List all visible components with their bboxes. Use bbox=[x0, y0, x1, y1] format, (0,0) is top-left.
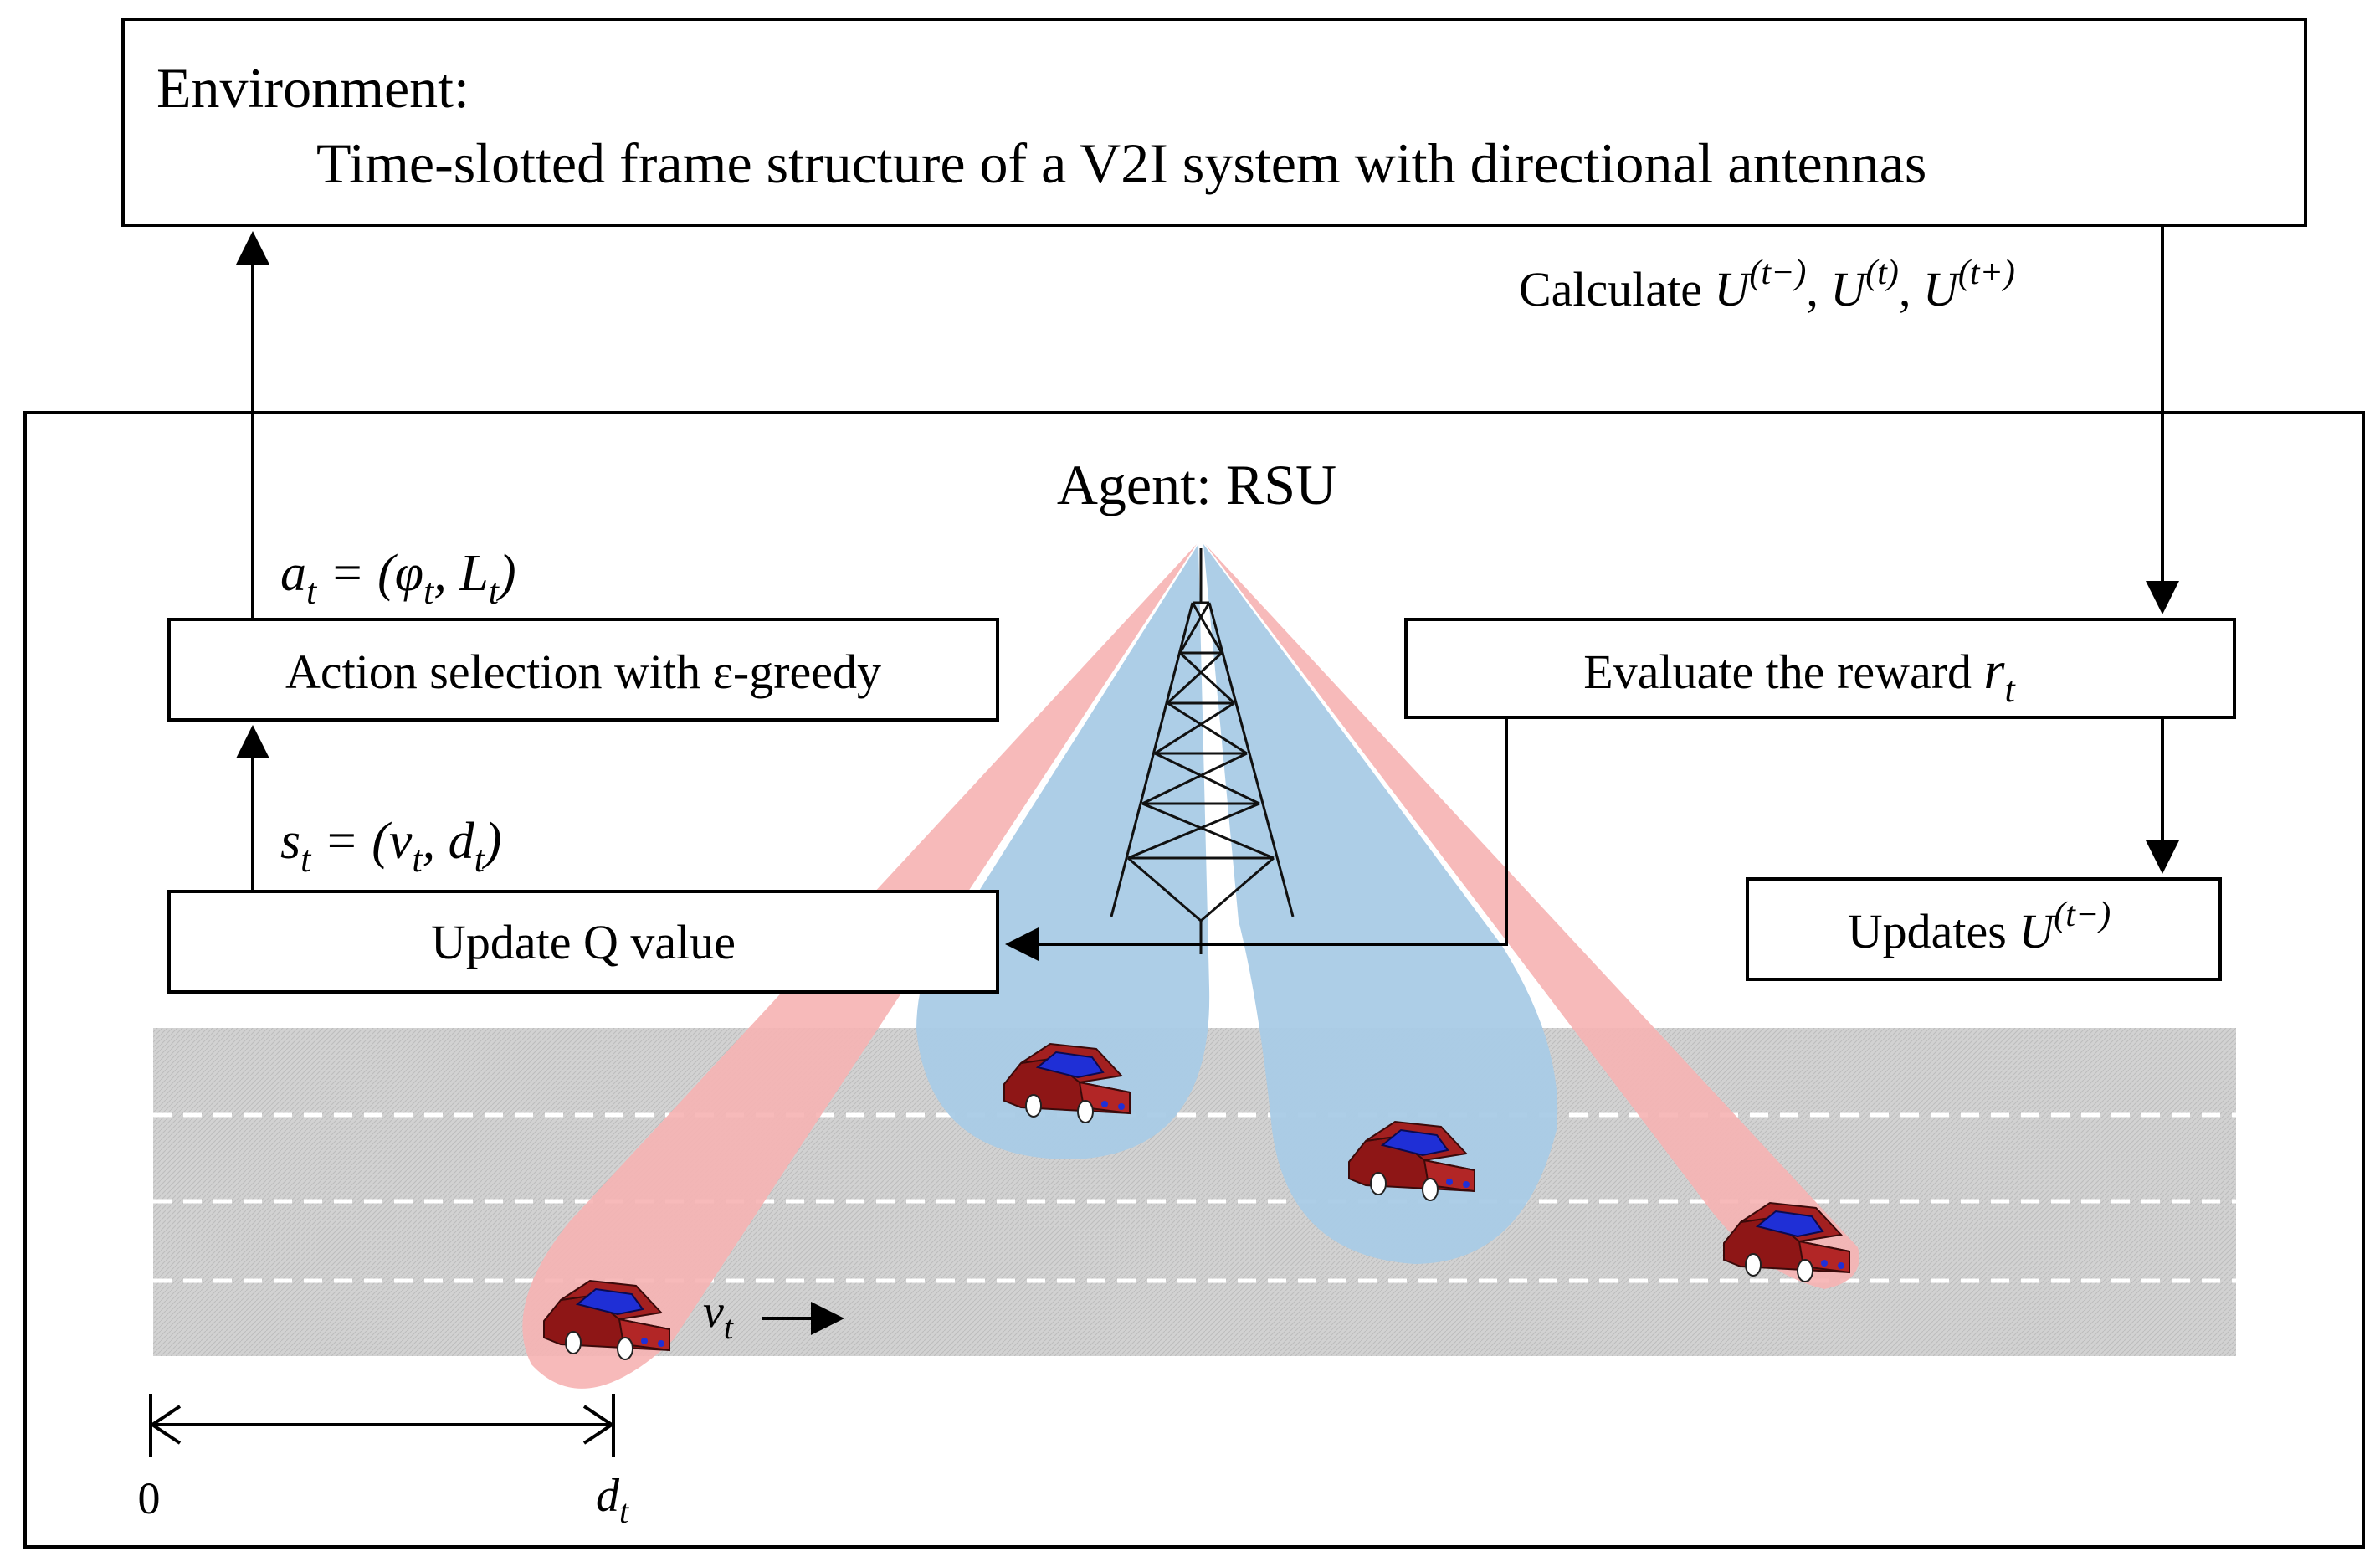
state-equation: st = (vt, dt) bbox=[280, 813, 502, 880]
action-selection-label: Action selection with ε-greedy bbox=[285, 645, 881, 699]
update-q-label: Update Q value bbox=[431, 915, 736, 969]
distance-label: dt bbox=[596, 1470, 629, 1530]
evaluate-reward-box: Evaluate the reward rt bbox=[1404, 618, 2236, 719]
update-q-box: Update Q value bbox=[167, 890, 999, 994]
flow-arrows bbox=[236, 225, 2179, 1335]
action-equation: at = (φt, Lt) bbox=[280, 545, 516, 612]
distance-origin-label: 0 bbox=[138, 1473, 161, 1523]
rsu-tower-icon bbox=[1110, 548, 1295, 954]
agent-box bbox=[23, 411, 2365, 1549]
red-beam-right bbox=[1205, 544, 1859, 1289]
updates-u-label: Updates U(t−) bbox=[1848, 896, 2111, 958]
blue-beam-right bbox=[1203, 544, 1558, 1264]
beams bbox=[522, 544, 1859, 1389]
agent-label: Agent: RSU bbox=[1057, 453, 1336, 516]
environment-description: Time-slotted frame structure of a V2I sy… bbox=[316, 131, 1926, 195]
calculate-u-label: Calculate U(t−), U(t), U(t+) bbox=[1519, 254, 2015, 316]
updates-u-box: Updates U(t−) bbox=[1746, 877, 2222, 981]
distance-marker bbox=[149, 1394, 615, 1457]
velocity-label: vt bbox=[703, 1286, 734, 1346]
blue-beam-left bbox=[916, 544, 1210, 1159]
environment-label: Environment: bbox=[156, 56, 469, 120]
evaluate-reward-label: Evaluate the reward rt bbox=[1583, 640, 2016, 710]
environment-box: Environment: Time-slotted frame structur… bbox=[121, 18, 2307, 227]
arrow-reward-to-update-q bbox=[1005, 717, 1508, 961]
action-selection-box: Action selection with ε-greedy bbox=[167, 618, 999, 722]
